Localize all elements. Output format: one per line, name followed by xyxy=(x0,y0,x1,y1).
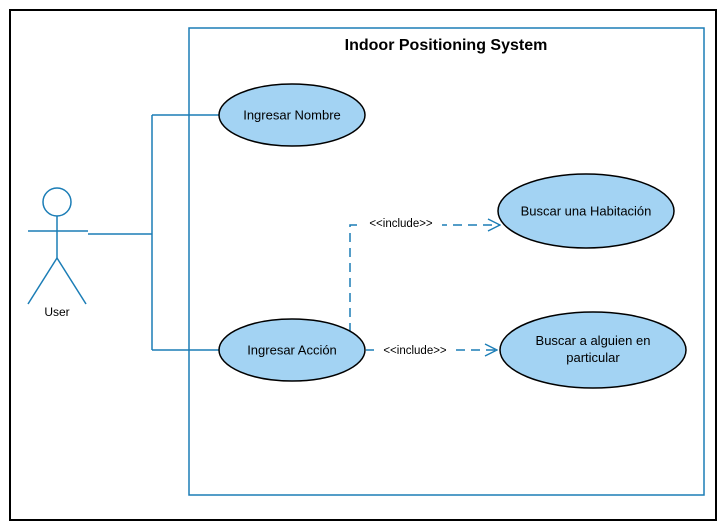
use-case-label-line2: particular xyxy=(566,350,620,365)
system-boundary xyxy=(188,27,705,496)
use-case-buscar-habitacion[interactable]: Buscar una Habitación xyxy=(497,173,675,249)
use-case-ellipse xyxy=(218,83,366,147)
use-case-label: Ingresar Nombre xyxy=(243,108,341,123)
use-case-ingresar-nombre[interactable]: Ingresar Nombre xyxy=(218,83,366,147)
actor-label: User xyxy=(44,305,69,319)
system-title: Indoor Positioning System xyxy=(345,37,548,54)
use-case-label: Ingresar Acción xyxy=(247,343,337,358)
actor-right-leg xyxy=(56,257,87,305)
actor-left-leg xyxy=(27,257,58,305)
actor-user[interactable] xyxy=(27,187,88,305)
include-label-1: <<include>> xyxy=(369,218,433,230)
include-arrow-habitacion xyxy=(349,225,500,332)
use-case-ingresar-accion[interactable]: Ingresar Acción xyxy=(218,318,366,382)
include-label-bg-1 xyxy=(362,214,442,230)
use-case-label-line1: Buscar a alguien en xyxy=(536,333,651,348)
use-case-label: Buscar una Habitación xyxy=(521,204,652,219)
association-lines xyxy=(88,114,219,351)
include-label-bg-2 xyxy=(374,340,456,356)
use-case-ellipse xyxy=(497,173,675,249)
use-case-buscar-alguien[interactable]: Buscar a alguien en particular xyxy=(499,311,687,389)
use-case-ellipse xyxy=(218,318,366,382)
include-label-2: <<include>> xyxy=(383,345,447,357)
use-case-ellipse xyxy=(499,311,687,389)
outer-frame xyxy=(9,9,717,521)
